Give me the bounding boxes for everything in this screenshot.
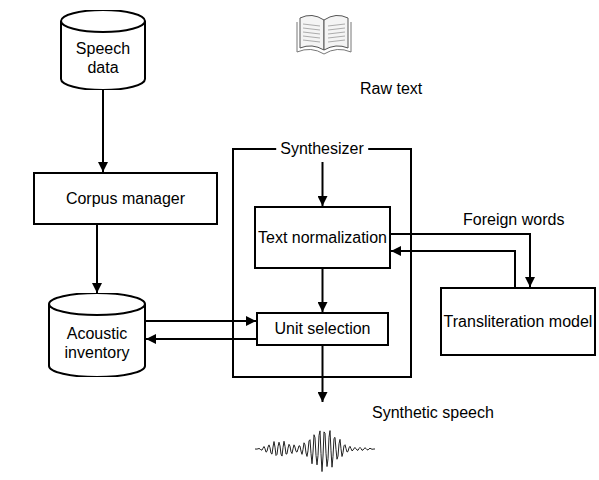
cylinder-rim bbox=[61, 21, 145, 32]
node-label: Transliteration model bbox=[444, 312, 593, 331]
frame-heading: Synthesizer bbox=[276, 139, 368, 158]
input-arrow bbox=[322, 162, 324, 206]
flow-arrow bbox=[322, 269, 324, 312]
cylinder-rim bbox=[49, 304, 145, 315]
flow-arrow bbox=[146, 320, 256, 322]
database-cylinder: Speech data bbox=[60, 10, 146, 90]
text-label: Synthetic speech bbox=[370, 404, 496, 422]
database-cylinder: Acoustic inventory bbox=[48, 293, 146, 377]
flow-arrow bbox=[102, 90, 104, 172]
flow-arrow bbox=[391, 251, 515, 287]
node-label: Unit selection bbox=[274, 319, 370, 338]
process-box: Corpus manager bbox=[33, 172, 218, 225]
flow-arrow bbox=[96, 225, 98, 293]
process-box: Unit selection bbox=[256, 312, 389, 346]
cylinder-body bbox=[61, 10, 145, 90]
waveform-illustration bbox=[255, 431, 375, 472]
flow-arrow bbox=[146, 338, 256, 340]
synthesizer-frame: SynthesizerText normalizationUnit select… bbox=[232, 148, 412, 378]
node-label: Text normalization bbox=[258, 228, 387, 247]
edge-label: Foreign words bbox=[461, 211, 566, 229]
node-label: Corpus manager bbox=[66, 189, 185, 208]
node-label: Speech data bbox=[60, 39, 146, 77]
process-box: Text normalization bbox=[254, 206, 391, 269]
output-arrow bbox=[322, 346, 324, 402]
node-label: Acoustic inventory bbox=[48, 324, 146, 362]
text-label: Raw text bbox=[358, 80, 424, 98]
book-illustration bbox=[297, 15, 351, 54]
cylinder-body bbox=[49, 293, 145, 377]
process-box: Transliteration model bbox=[440, 287, 596, 356]
